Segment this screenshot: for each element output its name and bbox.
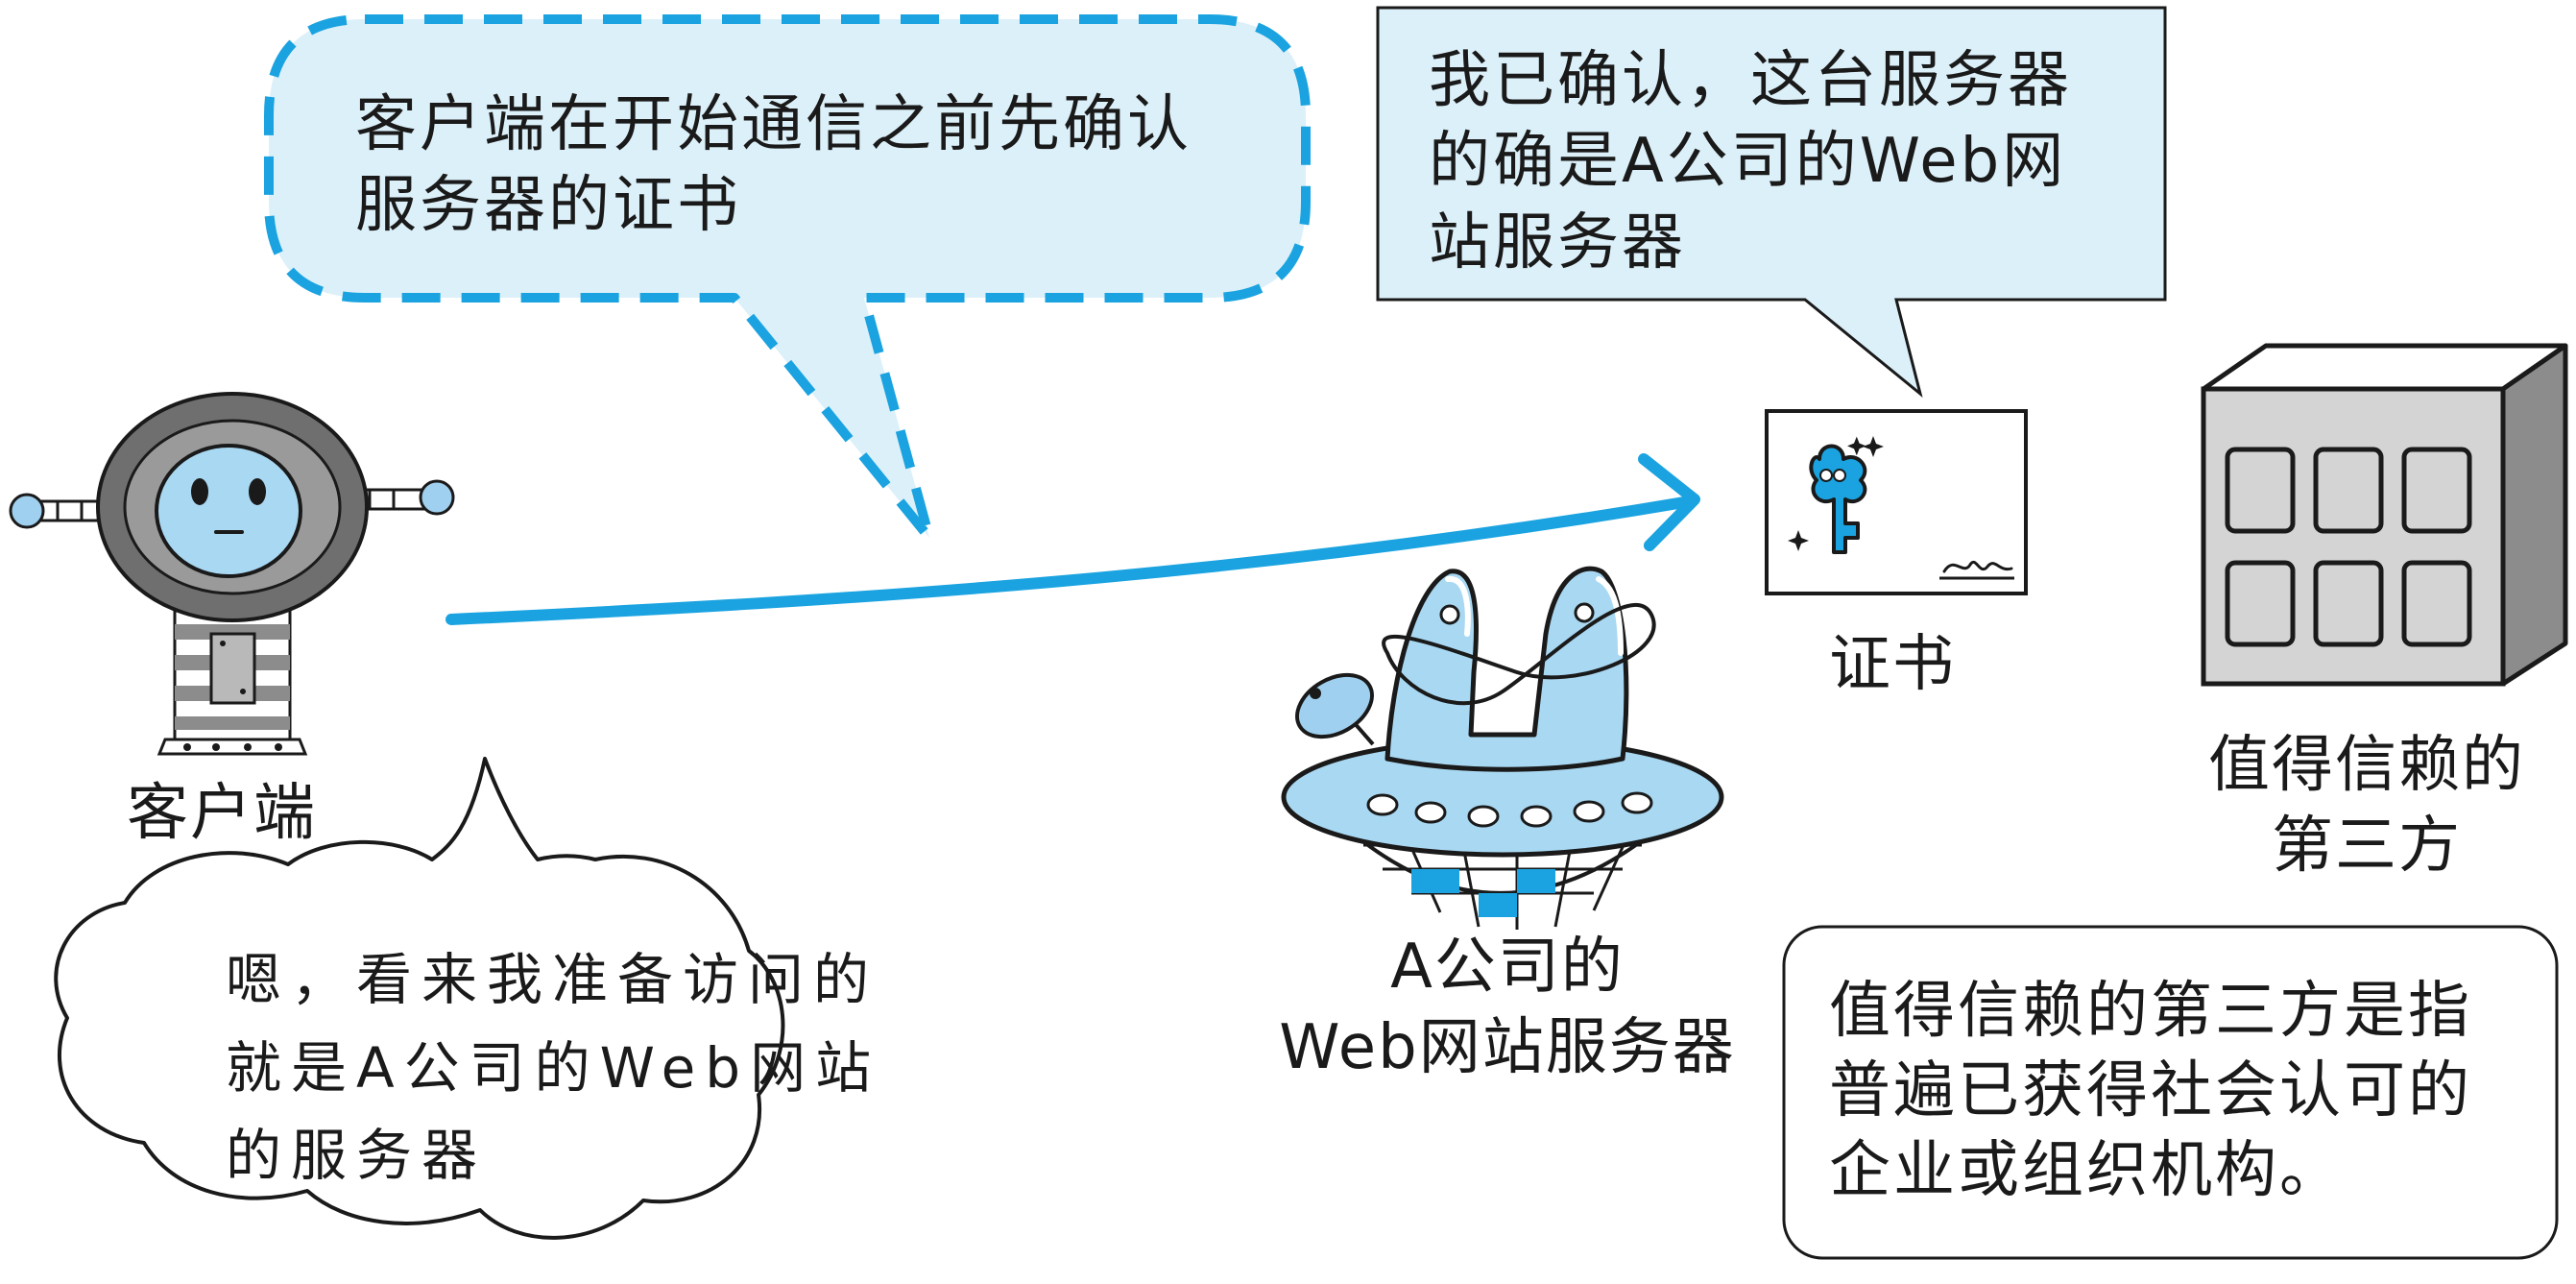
certificate-icon [1765,409,2028,595]
server-label: A公司的 Web网站服务器 [1258,927,1757,1089]
third-party-label-line-1: 值得信赖的 [2208,730,2525,801]
confirmed-text: 我已确认，这台服务器 的确是A公司的Web网 站服务器 [1429,40,2072,283]
client-check-text: 客户端在开始通信之前先确认 服务器的证书 [355,85,1192,247]
note-line-2: 普遍已获得社会认可的 [1829,1055,2472,1127]
client-check-line-1: 客户端在开始通信之前先确认 [355,89,1192,160]
thought-text: 嗯，看来我准备访问的 就是A公司的Web网站 的服务器 [226,936,880,1200]
thought-line-3: 的服务器 [226,1123,488,1189]
confirmed-line-1: 我已确认，这台服务器 [1429,45,2072,116]
arrow-to-certificate [445,453,1700,625]
note-line-1: 值得信赖的第三方是指 [1829,976,2472,1047]
client-check-bubble [264,14,1311,543]
thought-bubble [54,757,785,1240]
third-party-label-line-2: 第三方 [2272,811,2462,883]
thought-line-2: 就是A公司的Web网站 [226,1034,881,1101]
note-line-3: 企业或组织机构。 [1829,1135,2344,1207]
confirmed-line-3: 站服务器 [1429,206,1686,279]
note-box [1782,925,2559,1260]
third-party-label: 值得信赖的 第三方 [2179,725,2554,887]
note-text: 值得信赖的第三方是指 普遍已获得社会认可的 企业或组织机构。 [1829,972,2472,1212]
client-robot [9,392,455,756]
server-label-line-2: Web网站服务器 [1279,1012,1736,1084]
web-server-icon [1281,566,1724,930]
building-icon [2201,343,2568,687]
client-label: 客户端 [127,778,317,849]
confirmed-line-2: 的确是A公司的Web网 [1429,126,2067,198]
thought-line-1: 嗯，看来我准备访问的 [226,947,879,1012]
server-label-line-1: A公司的 [1390,932,1625,1003]
client-check-line-2: 服务器的证书 [355,170,741,242]
certificate-label: 证书 [1829,629,1956,700]
confirmed-bubble [1376,6,2167,399]
